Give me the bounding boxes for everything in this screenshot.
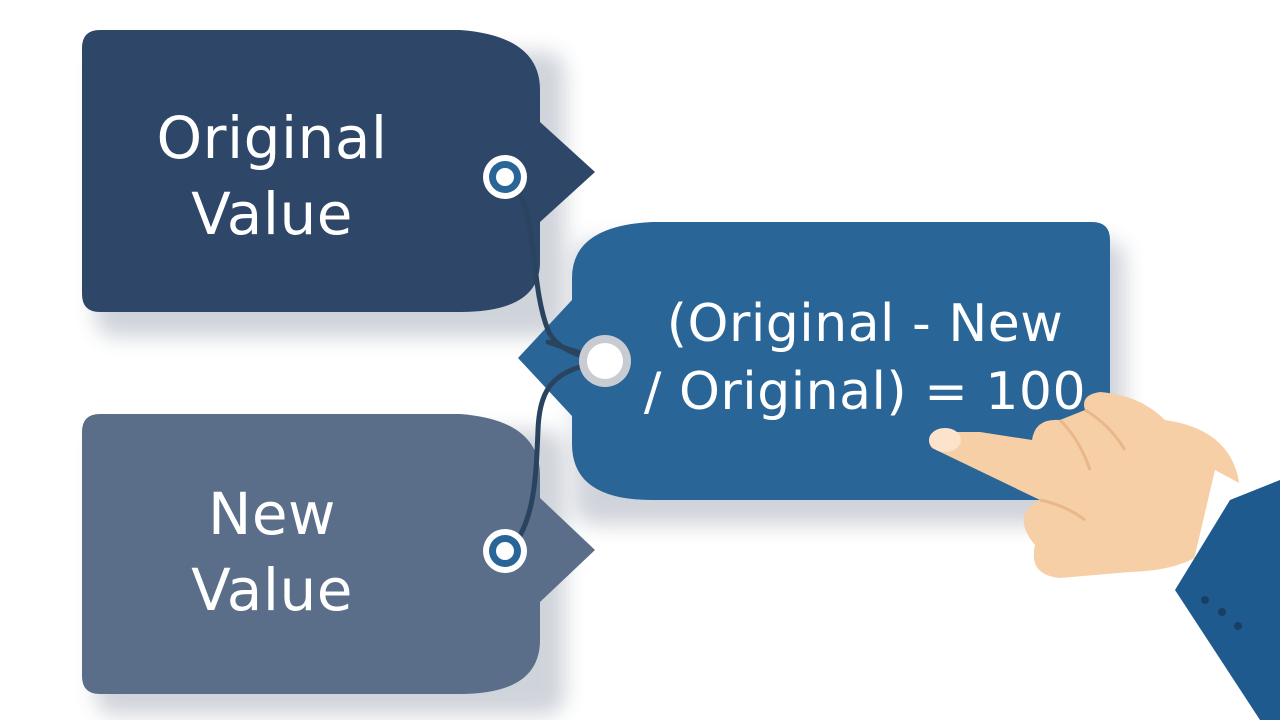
pointing-hand-icon <box>929 392 1280 720</box>
original-value-line1: Original <box>156 104 388 172</box>
formula-tag <box>518 222 1110 500</box>
new-value-tag <box>82 414 595 694</box>
original-value-tag <box>82 30 595 312</box>
original-value-label: Original Value <box>82 100 462 252</box>
formula-line2: / Original) = 100 <box>643 362 1087 422</box>
original-value-line2: Value <box>191 180 353 248</box>
new-value-line2: Value <box>191 556 353 624</box>
eyelet-icon <box>483 155 631 573</box>
formula-line1: (Original - New <box>666 294 1064 354</box>
formula-label: (Original - New / Original) = 100 <box>630 290 1100 426</box>
new-value-line1: New <box>207 480 336 548</box>
new-value-label: New Value <box>82 476 462 628</box>
